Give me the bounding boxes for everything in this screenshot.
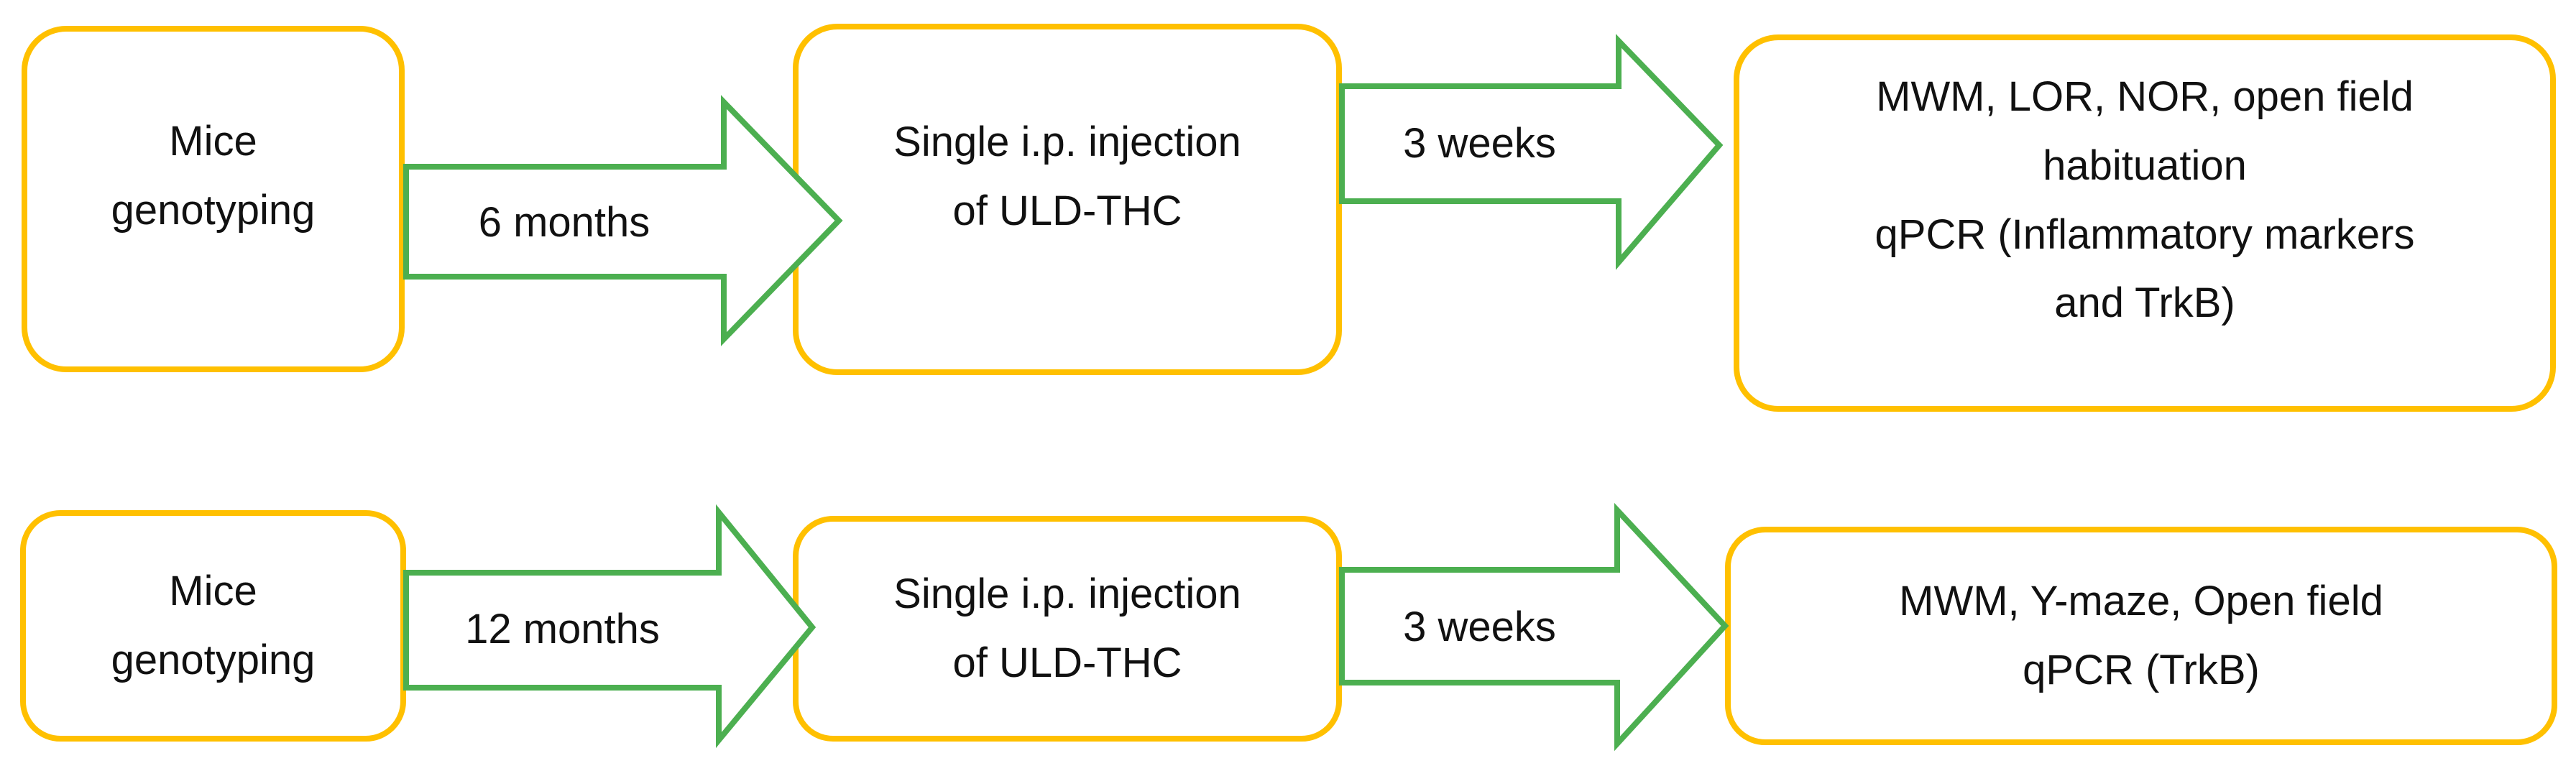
box-text-line: of ULD-THC bbox=[952, 187, 1182, 234]
right-block-arrow-shape bbox=[403, 504, 816, 749]
box-mice-genotyping-top: Mice genotyping bbox=[22, 26, 405, 372]
right-block-arrow-shape bbox=[1339, 34, 1724, 270]
arrow-3-weeks-top bbox=[1339, 34, 1724, 270]
box-injection-top: Single i.p. injection of ULD-THC bbox=[793, 24, 1342, 375]
arrow-12-months bbox=[403, 504, 816, 749]
box-mice-genotyping-bottom: Mice genotyping bbox=[20, 510, 406, 742]
box-outcomes-bottom: MWM, Y-maze, Open field qPCR (TrkB) bbox=[1725, 527, 2557, 745]
box-text-line: and TrkB) bbox=[2054, 280, 2235, 327]
box-text-line: MWM, Y-maze, Open field bbox=[1899, 578, 2383, 625]
box-text-line: MWM, LOR, NOR, open field bbox=[1876, 73, 2414, 121]
arrow-6-months-label: 6 months bbox=[478, 198, 650, 246]
box-text-line: genotyping bbox=[111, 637, 316, 683]
box-text-line: Single i.p. injection bbox=[893, 571, 1241, 618]
arrow-3-weeks-top-label: 3 weeks bbox=[1403, 120, 1556, 167]
box-text-line: Mice bbox=[169, 118, 257, 165]
right-block-arrow-shape bbox=[1339, 502, 1729, 752]
box-text-line: Mice bbox=[169, 568, 257, 615]
box-injection-bottom: Single i.p. injection of ULD-THC bbox=[793, 516, 1342, 742]
box-outcomes-top: MWM, LOR, NOR, open field habituation qP… bbox=[1734, 34, 2556, 412]
box-text-line: Single i.p. injection bbox=[893, 118, 1241, 165]
box-text-line: of ULD-THC bbox=[952, 640, 1182, 686]
box-text-line: qPCR (Inflammatory markers bbox=[1874, 211, 2415, 258]
right-block-arrow-shape bbox=[403, 95, 843, 346]
box-text-line: qPCR (TrkB) bbox=[2023, 647, 2260, 693]
box-text-line: genotyping bbox=[111, 187, 316, 234]
arrow-12-months-label: 12 months bbox=[465, 606, 660, 652]
box-text-line: habituation bbox=[2043, 142, 2247, 189]
arrow-6-months bbox=[403, 95, 843, 346]
arrow-3-weeks-bottom bbox=[1339, 502, 1729, 752]
arrow-3-weeks-bottom-label: 3 weeks bbox=[1403, 604, 1556, 650]
